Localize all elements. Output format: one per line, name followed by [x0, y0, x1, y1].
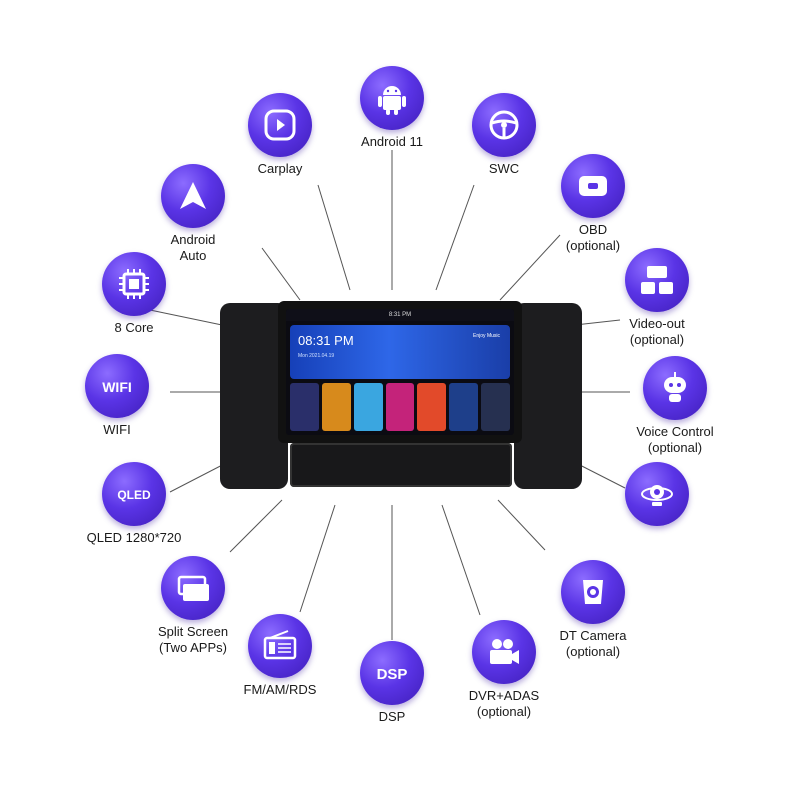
feature-label: (optional) [565, 238, 621, 253]
android-icon [360, 66, 424, 130]
feature-dt-camera: DT Camera(optional) [523, 560, 663, 660]
feature-label: FM/AM/RDS [243, 682, 317, 697]
android-auto-icon [161, 164, 225, 228]
steering-wheel-icon [472, 93, 536, 157]
feature-swc: SWC [434, 93, 574, 177]
feature-8-core: 8 Core [64, 252, 204, 336]
svg-text:WIFI: WIFI [102, 379, 132, 395]
app-radio[interactable] [321, 383, 351, 431]
connector-line [499, 234, 561, 301]
feature-label: Carplay [257, 161, 303, 176]
app-video[interactable] [385, 383, 415, 431]
feature-label: (optional) [629, 332, 685, 347]
feature-fm-am-rds: FM/AM/RDS [210, 614, 350, 698]
feature-label: Android 11 [361, 134, 423, 149]
connector-line [497, 499, 546, 551]
status-bar: 8:31 PM [286, 309, 514, 321]
chip-icon [102, 252, 166, 316]
video-out-icon [625, 248, 689, 312]
feature-label: DVR+ADAS [468, 688, 540, 703]
feature-label: Video-out [629, 316, 685, 331]
lower-trim [290, 443, 512, 487]
connector-line [574, 319, 621, 326]
dsp-icon: DSP [360, 641, 424, 705]
split-screen-icon [161, 556, 225, 620]
clock: 08:31 PM [298, 333, 354, 348]
mount-frame-right [514, 303, 582, 489]
connector-line [299, 504, 336, 613]
dashcam-icon [561, 560, 625, 624]
feature-label: (Two APPs) [159, 640, 227, 655]
radio-icon [248, 614, 312, 678]
feature-label: OBD [578, 222, 608, 237]
feature-dsp: DSP DSP [322, 641, 462, 725]
home-widget: 08:31 PM Mon 2021.04.19 Enjoy Music [290, 325, 510, 379]
robot-icon [643, 356, 707, 420]
feature-label: Android [170, 232, 216, 247]
connector-line [149, 309, 223, 326]
app-car-info[interactable] [481, 383, 511, 431]
app-play-store[interactable] [417, 383, 447, 431]
date: Mon 2021.04.19 [298, 353, 335, 359]
app-music[interactable] [353, 383, 383, 431]
feature-label: WIFI [103, 422, 131, 437]
screen: 8:31 PM 08:31 PM Mon 2021.04.19 Enjoy Mu… [286, 309, 514, 435]
mount-frame-left [220, 303, 288, 489]
head-unit: 8:31 PM 08:31 PM Mon 2021.04.19 Enjoy Mu… [212, 295, 590, 495]
status-time: 8:31 PM [388, 312, 412, 318]
feature-label: (optional) [476, 704, 532, 719]
app-row [290, 383, 511, 431]
video-camera-icon [472, 620, 536, 684]
feature-qled: QLED QLED 1280*720 [64, 462, 204, 546]
connector-line [229, 499, 283, 553]
feature-dvr-adas: DVR+ADAS(optional) [434, 620, 574, 720]
feature-label: 8 Core [114, 320, 154, 335]
feature-carplay: Carplay [210, 93, 350, 177]
qled-icon: QLED [102, 462, 166, 526]
feature-camera-360 [587, 462, 727, 526]
camera-360-icon [625, 462, 689, 526]
app-bt-call[interactable] [449, 383, 479, 431]
app-settings[interactable] [290, 383, 319, 431]
feature-label: Auto [179, 248, 207, 263]
music-widget[interactable]: Enjoy Music [473, 333, 500, 339]
obd-icon [561, 154, 625, 218]
feature-obd: OBD(optional) [523, 154, 663, 254]
feature-label: Voice Control [636, 424, 714, 439]
feature-android: Android 11 [322, 66, 462, 150]
carplay-icon [248, 93, 312, 157]
feature-label: QLED 1280*720 [86, 530, 182, 545]
svg-text:QLED: QLED [117, 488, 151, 502]
feature-wifi: WIFI WIFI [47, 354, 187, 438]
feature-voice-control: Voice Control(optional) [605, 356, 745, 456]
feature-label: Split Screen [157, 624, 229, 639]
feature-label: DT Camera [559, 628, 627, 643]
connector-line [435, 184, 475, 291]
connector-line [317, 184, 351, 291]
connector-line [441, 504, 481, 616]
feature-split-screen: Split Screen(Two APPs) [123, 556, 263, 656]
feature-video-out: Video-out(optional) [587, 248, 727, 348]
feature-label: (optional) [647, 440, 703, 455]
wifi-icon: WIFI [85, 354, 149, 418]
feature-label: DSP [378, 709, 406, 724]
feature-label: SWC [488, 161, 520, 176]
svg-text:DSP: DSP [377, 666, 408, 683]
feature-label: (optional) [565, 644, 621, 659]
connector-line [261, 247, 301, 301]
